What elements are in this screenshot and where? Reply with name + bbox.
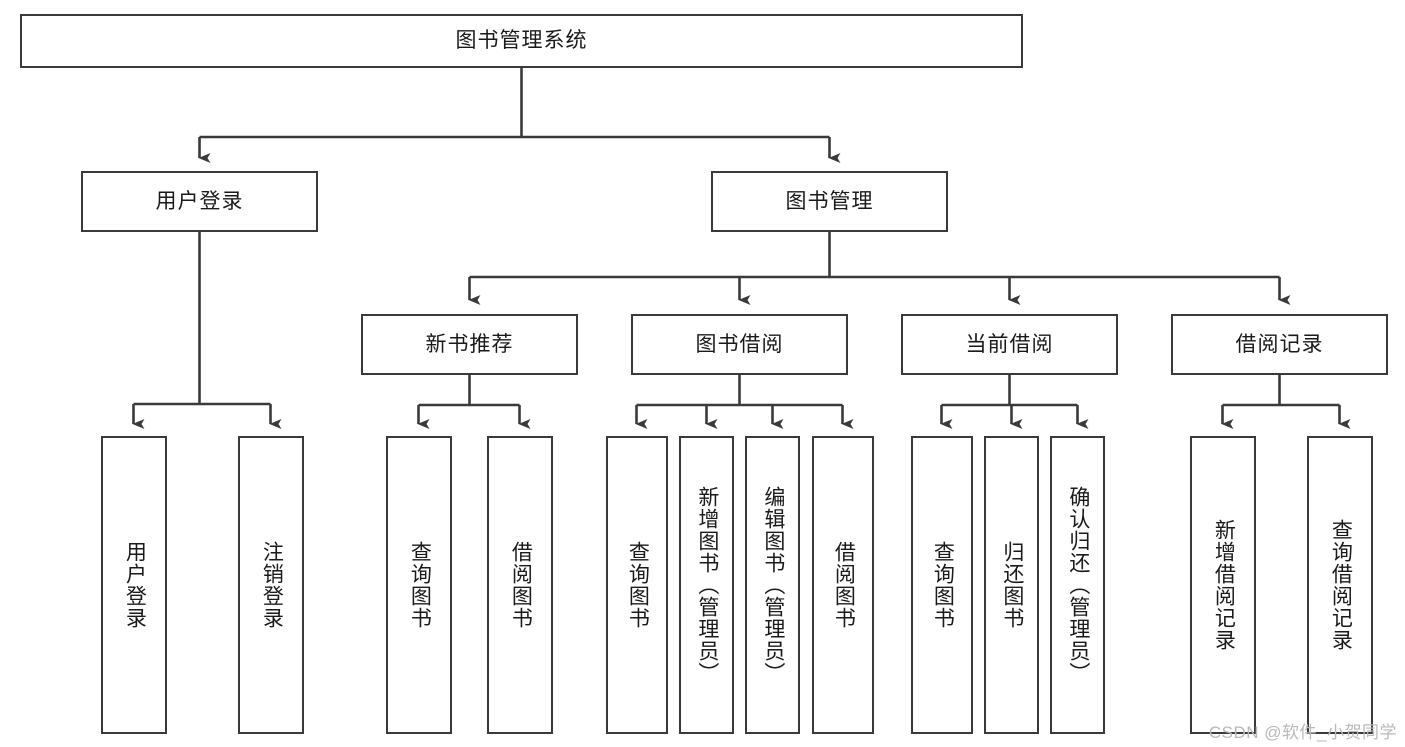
node-book-management[interactable]: 图书管理 [711, 171, 948, 232]
leaf-current-return-book-label: 归还图书 [1000, 541, 1024, 629]
node-user-login[interactable]: 用户登录 [81, 171, 318, 232]
node-user-login-label: 用户登录 [155, 189, 244, 213]
leaf-newbook-query-book[interactable]: 查询图书 [386, 436, 452, 734]
node-borrow-record[interactable]: 借阅记录 [1171, 314, 1388, 375]
leaf-borrow-borrow-book[interactable]: 借阅图书 [812, 436, 874, 734]
leaf-current-query-book[interactable]: 查询图书 [911, 436, 973, 734]
leaf-borrow-edit-book-admin[interactable]: 编辑图书（管理员） [745, 436, 800, 734]
leaf-user-login[interactable]: 用户登录 [101, 436, 167, 734]
leaf-borrow-add-book-admin-label: 新增图书（管理员） [695, 486, 719, 684]
csdn-watermark: CSDN @软件_小贺同学 [1208, 723, 1397, 742]
leaf-current-confirm-return-admin-label: 确认归还（管理员） [1066, 486, 1090, 684]
leaf-borrow-query-book[interactable]: 查询图书 [606, 436, 668, 734]
leaf-user-logout[interactable]: 注销登录 [238, 436, 304, 734]
node-root[interactable]: 图书管理系统 [20, 14, 1023, 68]
leaf-borrow-query-book-label: 查询图书 [626, 541, 650, 629]
node-root-label: 图书管理系统 [455, 29, 588, 53]
node-book-borrow-label: 图书借阅 [695, 332, 784, 356]
leaf-newbook-borrow-book[interactable]: 借阅图书 [487, 436, 553, 734]
leaf-user-logout-label: 注销登录 [260, 541, 284, 629]
leaf-borrow-edit-book-admin-label: 编辑图书（管理员） [761, 486, 785, 684]
node-new-book-recommend[interactable]: 新书推荐 [361, 314, 578, 375]
node-current-borrow[interactable]: 当前借阅 [901, 314, 1118, 375]
leaf-current-query-book-label: 查询图书 [931, 541, 955, 629]
leaf-newbook-query-book-label: 查询图书 [408, 541, 432, 629]
leaf-record-add-record[interactable]: 新增借阅记录 [1190, 436, 1256, 734]
node-current-borrow-label: 当前借阅 [965, 332, 1054, 356]
leaf-record-query-record-label: 查询借阅记录 [1329, 519, 1353, 651]
node-book-management-label: 图书管理 [785, 189, 874, 213]
leaf-user-login-label: 用户登录 [123, 541, 147, 629]
leaf-borrow-add-book-admin[interactable]: 新增图书（管理员） [679, 436, 734, 734]
leaf-current-return-book[interactable]: 归还图书 [984, 436, 1039, 734]
node-book-borrow[interactable]: 图书借阅 [631, 314, 848, 375]
leaf-record-query-record[interactable]: 查询借阅记录 [1307, 436, 1373, 734]
leaf-current-confirm-return-admin[interactable]: 确认归还（管理员） [1050, 436, 1105, 734]
leaf-borrow-borrow-book-label: 借阅图书 [832, 541, 856, 629]
node-new-book-recommend-label: 新书推荐 [425, 332, 514, 356]
node-borrow-record-label: 借阅记录 [1235, 332, 1324, 356]
leaf-record-add-record-label: 新增借阅记录 [1212, 519, 1236, 651]
leaf-newbook-borrow-book-label: 借阅图书 [509, 541, 533, 629]
